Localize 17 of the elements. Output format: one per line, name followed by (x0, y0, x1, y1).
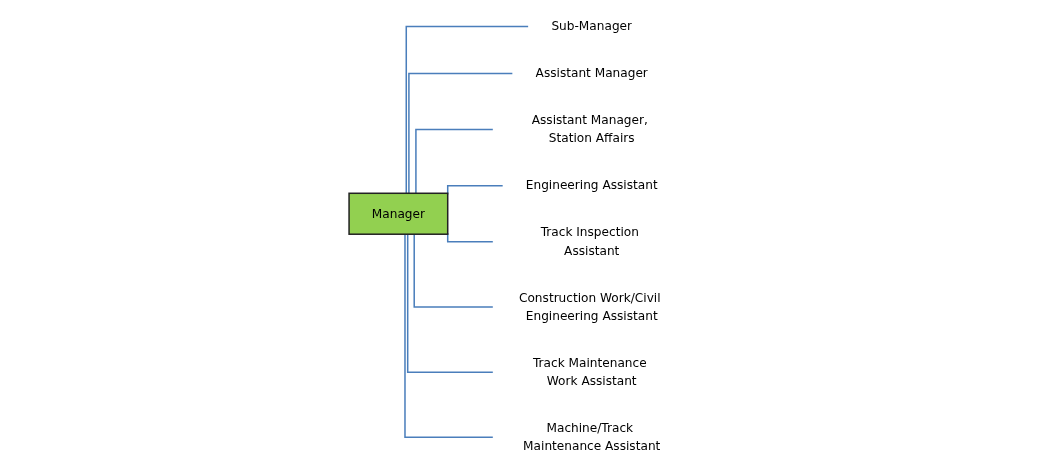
connector (415, 128, 494, 195)
node-text: Engineering Assistant (525, 178, 658, 193)
node-text: Construction Work/Civil Engineering Assistant (518, 290, 661, 323)
node-text: Assistant Manager, Station Affairs (531, 112, 648, 146)
connector (404, 233, 494, 439)
connector (406, 233, 494, 373)
node-text: Machine/Track Maintenance Assistant (522, 420, 661, 454)
connector (405, 25, 530, 195)
connector (446, 232, 494, 243)
connector (413, 233, 494, 308)
node-text: Track Inspection Assistant (540, 225, 639, 258)
node-text: Assistant Manager (535, 65, 648, 81)
node-text: Track Maintenance Work Assistant (532, 355, 647, 389)
node-text: Sub-Manager (551, 18, 632, 34)
node-box: Manager (348, 192, 449, 235)
connector (446, 184, 504, 196)
connector (407, 72, 514, 195)
